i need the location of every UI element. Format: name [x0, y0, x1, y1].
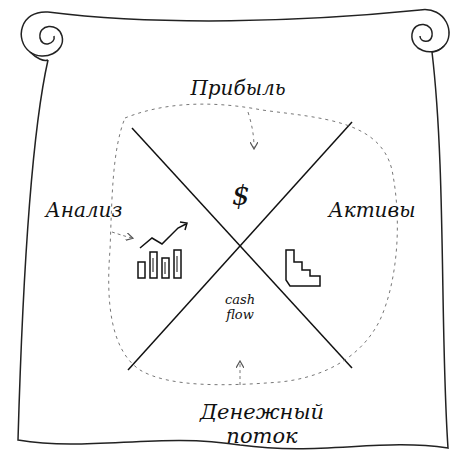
scroll-sheet — [18, 52, 448, 449]
quadrant-title: Денежный поток — [187, 400, 337, 448]
assets-icon — [286, 250, 320, 286]
right-roll-edge — [432, 46, 444, 52]
dollar-symbol: $ — [232, 180, 250, 212]
dashed-cycle — [109, 104, 398, 385]
cycle-arrow — [248, 112, 254, 148]
scroll-top-edge — [48, 10, 420, 21]
quadrant-title: Активы — [329, 199, 416, 222]
cash-flow-text: cash flow — [218, 293, 262, 323]
quadrant-title: Прибыль — [190, 77, 285, 100]
cycle-arrow — [240, 362, 241, 385]
cross-line — [132, 128, 352, 368]
quadrant-title: Анализ — [46, 199, 123, 222]
cross-line — [128, 122, 352, 370]
left-roll-edge — [30, 52, 48, 61]
left-roll — [21, 12, 62, 56]
cycle-arrow — [112, 232, 132, 238]
right-roll — [412, 10, 449, 52]
chart-icon — [138, 222, 187, 278]
